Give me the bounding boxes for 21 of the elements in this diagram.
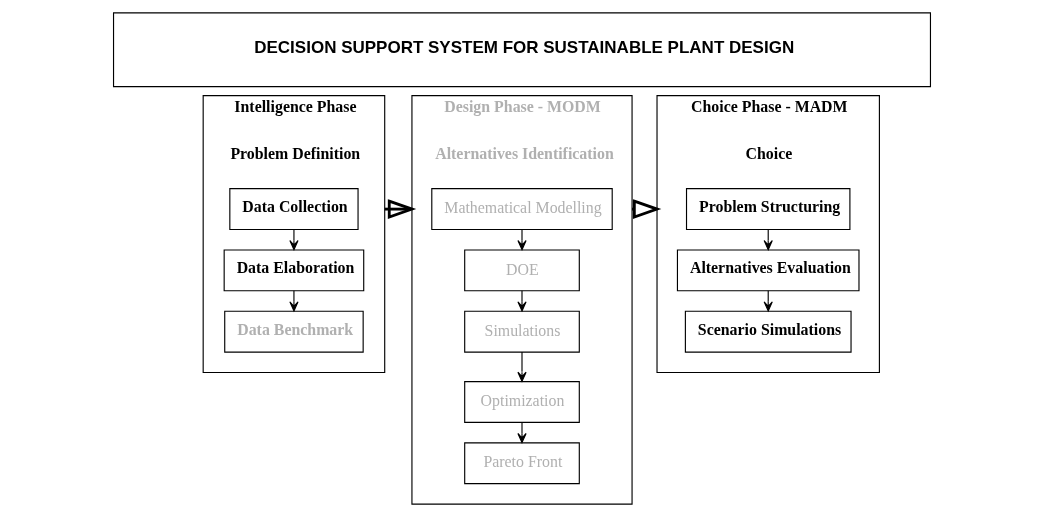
node-box: Alternatives Evaluation	[676, 249, 860, 292]
arrow	[517, 351, 527, 382]
node-box: Problem Structuring	[685, 188, 851, 231]
arrow	[763, 229, 773, 251]
node-box: Scenario Simulations	[684, 310, 852, 353]
node-box: DECISION SUPPORT SYSTEM FOR SUSTAINABLE PLANT DESIGN	[112, 12, 932, 88]
arrow	[517, 421, 527, 444]
node-box: Optimization	[464, 381, 580, 423]
arrow	[289, 229, 299, 251]
node-box: Data Benchmark	[224, 310, 364, 353]
node-box: DOE	[464, 249, 580, 292]
arrow	[763, 290, 773, 312]
arrow	[517, 290, 527, 312]
node-box: Data Collection	[229, 188, 359, 231]
arrow	[289, 290, 299, 312]
arrow	[384, 199, 417, 220]
node-box: Pareto Front	[464, 442, 580, 485]
node-box: Data Elaboration	[223, 249, 365, 292]
node-box: Simulations	[464, 310, 580, 353]
node-box: Mathematical Modelling	[431, 188, 613, 231]
arrow	[517, 229, 527, 251]
